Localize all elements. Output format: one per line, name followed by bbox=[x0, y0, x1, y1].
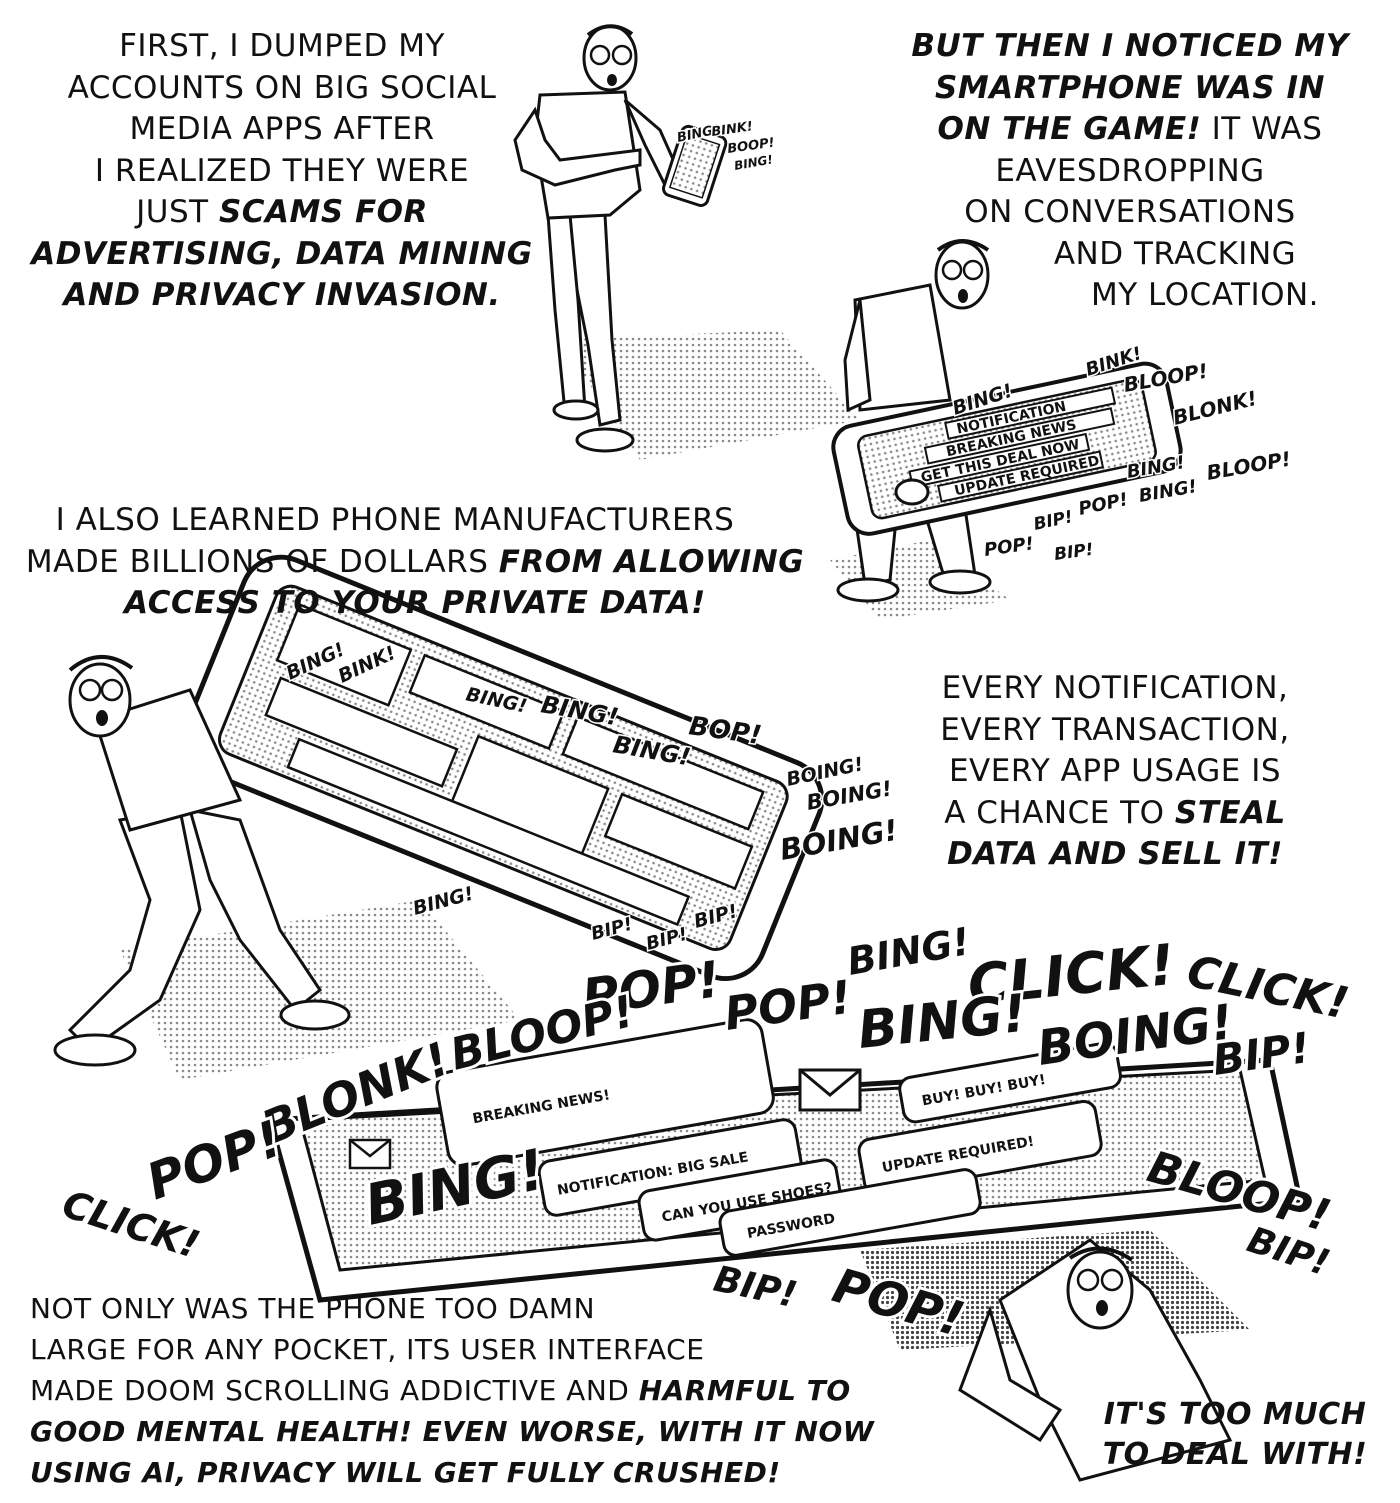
sfx-label: BIP! bbox=[1032, 507, 1075, 535]
caption-line: EAVESDROPPING bbox=[995, 152, 1265, 189]
figure-carrying-big-phone: NOTIFICATION BREAKING NEWS GET THIS DEAL… bbox=[830, 239, 1183, 620]
caption-line: AND TRACKING bbox=[1053, 235, 1297, 272]
caption-too-much: IT'S TOO MUCH TO DEAL WITH! bbox=[1085, 1395, 1385, 1475]
caption-line: MEDIA APPS AFTER bbox=[129, 111, 435, 147]
caption-line: IT'S TOO MUCH bbox=[1103, 1397, 1367, 1432]
caption-line: ACCESS TO YOUR PRIVATE DATA! bbox=[124, 585, 706, 621]
caption-line: MADE DOOM SCROLLING ADDICTIVE AND HARMFU… bbox=[30, 1374, 851, 1407]
figure-hauling-giant-phone bbox=[53, 554, 825, 1080]
sfx-label: BING! bbox=[1137, 476, 1198, 507]
caption-line: MADE BILLIONS OF DOLLARS FROM ALLOWING bbox=[25, 543, 805, 580]
caption-line: I ALSO LEARNED PHONE MANUFACTURERS bbox=[55, 502, 735, 538]
envelope-icon bbox=[348, 1138, 392, 1170]
caption-line: EVERY APP USAGE IS bbox=[948, 753, 1282, 789]
caption-line: ON CONVERSATIONS bbox=[964, 194, 1296, 230]
caption-line: AND PRIVACY INVASION. bbox=[63, 277, 501, 313]
caption-line: NOT ONLY WAS THE PHONE TOO DAMN bbox=[30, 1292, 596, 1325]
caption-line: SMARTPHONE WAS IN bbox=[935, 69, 1325, 106]
caption-line: ON THE GAME! IT WAS bbox=[937, 111, 1323, 147]
caption-line: TO DEAL WITH! bbox=[1102, 1437, 1368, 1472]
sfx-label: BING! bbox=[855, 984, 1029, 1061]
caption-line: DATA AND SELL IT! bbox=[947, 836, 1283, 872]
caption-doom-scrolling: NOT ONLY WAS THE PHONE TOO DAMN LARGE FO… bbox=[30, 1288, 874, 1493]
caption-line: USING AI, PRIVACY WILL GET FULLY CRUSHED… bbox=[30, 1456, 781, 1489]
sfx-label: BING! bbox=[844, 919, 973, 984]
caption-dumped-accounts: FIRST, I DUMPED MY ACCOUNTS ON BIG SOCIA… bbox=[22, 26, 542, 317]
sfx-label: BLONK! bbox=[1170, 386, 1259, 430]
caption-line: EVERY TRANSACTION, bbox=[940, 711, 1290, 748]
sfx-label: POP! bbox=[721, 970, 855, 1041]
caption-line: ADVERTISING, DATA MINING bbox=[31, 235, 533, 272]
caption-line: JUST SCAMS FOR bbox=[136, 194, 428, 230]
sfx-label: POP! bbox=[139, 1109, 289, 1211]
caption-line: ACCOUNTS ON BIG SOCIAL bbox=[67, 69, 497, 106]
caption-phone-manufacturers: I ALSO LEARNED PHONE MANUFACTURERS MADE … bbox=[0, 500, 830, 625]
figure-walking-man bbox=[513, 24, 860, 460]
caption-line: A CHANCE TO STEAL bbox=[944, 794, 1286, 831]
caption-line: BUT THEN I NOTICED MY bbox=[911, 28, 1349, 64]
caption-line: FIRST, I DUMPED MY bbox=[119, 28, 445, 64]
sfx-label: BING! bbox=[733, 152, 774, 173]
sfx-label: POP! bbox=[1077, 489, 1130, 520]
caption-line: MY LOCATION. bbox=[1090, 277, 1320, 313]
caption-line: EVERY NOTIFICATION, bbox=[941, 670, 1289, 706]
sfx-label: BLOOP! bbox=[1205, 447, 1293, 485]
envelope-icon bbox=[798, 1068, 862, 1112]
caption-line: I REALIZED THEY WERE bbox=[94, 152, 470, 189]
sfx-label: POP! bbox=[983, 533, 1035, 561]
caption-smartphone-eavesdropping: BUT THEN I NOTICED MY SMARTPHONE WAS IN … bbox=[895, 26, 1365, 317]
sfx-label: BING! bbox=[411, 883, 476, 920]
caption-every-notification: EVERY NOTIFICATION, EVERY TRANSACTION, E… bbox=[905, 668, 1325, 876]
caption-line: LARGE FOR ANY POCKET, ITS USER INTERFACE bbox=[30, 1333, 705, 1366]
caption-line: GOOD MENTAL HEALTH! EVEN WORSE, WITH IT … bbox=[30, 1415, 875, 1448]
giant-phone-crushing: BREAKING NEWS! NOTIFICATION: BIG SALE CA… bbox=[266, 1018, 1304, 1482]
sfx-label: BIP! bbox=[1053, 540, 1095, 565]
sfx-label: BINK! bbox=[710, 119, 753, 140]
